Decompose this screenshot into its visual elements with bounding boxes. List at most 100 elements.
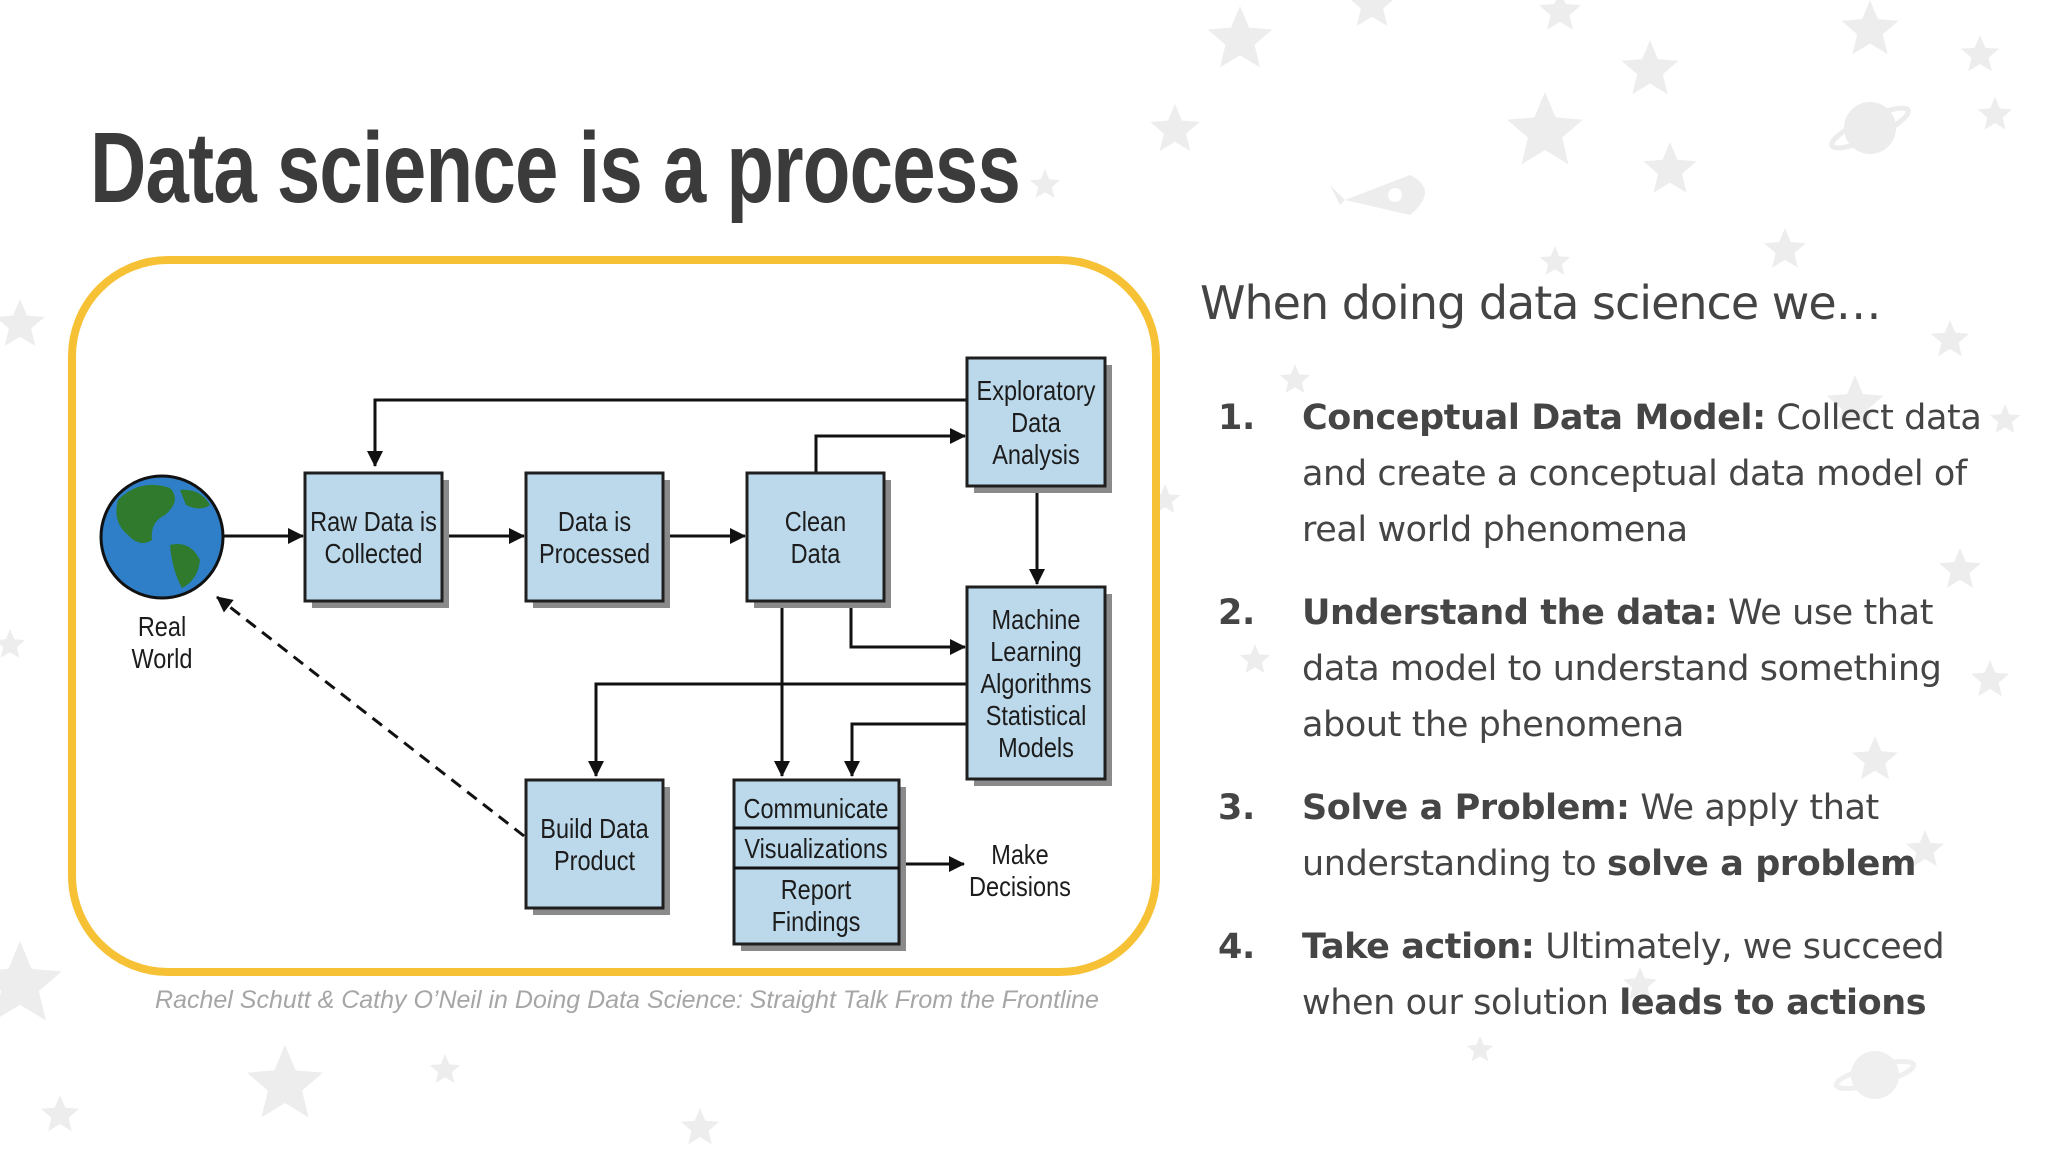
star-icon [41,1095,79,1132]
star-icon [1931,320,1969,357]
step-text: We use that data model to understand som… [1302,593,1942,745]
real-world-label: World [132,644,193,674]
step-text: Collect data and create a conceptual dat… [1302,398,1982,550]
star-icon [247,1045,323,1118]
arrow-clean-to-ml [849,600,966,655]
node-eda-label: Data [1011,408,1061,438]
star-icon [1643,142,1697,193]
step-number: 1. [1218,398,1255,438]
star-icon [1971,660,2009,697]
star-icon [429,1054,461,1083]
decisions-label: Decisions [969,872,1071,902]
step-item: 4. Take action: Ultimately, we succeed wh… [1218,919,2018,1031]
box-body [524,778,665,910]
node-ml-label: Models [998,733,1074,763]
step-number: 2. [1218,593,1255,633]
report-label: Findings [772,907,861,937]
star-icon [1764,228,1806,268]
node-clean-data-label: Clean [785,507,846,537]
node-ml-label: Statistical [986,701,1087,731]
star-icon [1207,6,1273,68]
arrow-ml-to-communicate [844,722,969,777]
slide-title: Data science is a process [90,112,1021,224]
node-raw-data-label: Raw Data is [310,507,437,537]
rocket-icon [1330,175,1425,215]
step-item: 2. Understand the data: We use that data … [1218,585,2018,753]
star-icon [1906,830,1944,867]
star-icon [1826,375,1884,430]
star-icon [1239,644,1271,673]
box-body [303,471,444,603]
step-text: Ultimately, we succeed when our solution [1302,927,1945,1023]
step-item: 3. Solve a Problem: We apply that underst… [1218,780,2018,892]
communicate-label: Communicate [743,794,888,824]
star-icon [1539,246,1571,275]
arrow-product-to-world [216,595,525,838]
star-icon [1350,0,1394,26]
node-ml-label: Machine [992,605,1081,635]
star-icon [1977,97,2013,130]
star-icon [1029,169,1061,198]
star-icon [1466,1036,1494,1062]
node-build-product-label: Build Data [540,814,649,844]
intro-text: When doing data science we… [1200,276,1882,330]
node-ml-label: Algorithms [980,669,1091,699]
node-ml-label: Learning [990,637,1082,667]
globe-icon [99,474,225,600]
star-icon [0,629,26,658]
node-build-product-label: Product [554,846,635,876]
step-text: We apply that understanding to [1302,788,1879,884]
star-icon [1939,548,1981,588]
step-item: 1. Conceptual Data Model: Collect data an… [1218,390,2018,558]
step-term: Solve a Problem: [1302,788,1630,828]
arrow-eda-to-raw [367,398,970,467]
node-eda-label: Analysis [992,440,1080,470]
node-processed-label: Processed [539,539,650,569]
star-icon [1539,0,1581,30]
node-raw-data-label: Collected [324,539,422,569]
star-icon [1621,40,1679,95]
star-icon [1841,0,1899,55]
star-icon [1507,92,1583,165]
step-emphasis: solve a problem [1607,844,1917,884]
arrow-ml-to-build [588,682,969,777]
star-icon [681,1108,719,1145]
node-processed-label: Data is [558,507,631,537]
step-term: Understand the data: [1302,593,1718,633]
step-number: 4. [1218,927,1255,967]
star-icon [0,299,45,346]
report-label: Report [781,875,852,905]
star-icon [1150,104,1200,151]
real-world-label: Real [138,612,186,642]
planet-icon [1829,102,1911,154]
star-icon [1279,364,1311,393]
planet-icon [1833,1051,1917,1099]
star-icon [1989,404,2021,433]
step-number: 3. [1218,788,1255,828]
node-eda-label: Exploratory [977,376,1096,406]
box-body [965,356,1107,488]
step-term: Take action: [1302,927,1535,967]
connector-arrows [216,398,1045,872]
star-icon [1852,736,1898,780]
box-body [965,585,1107,781]
step-term: Conceptual Data Model: [1302,398,1766,438]
process-steps: 1. Conceptual Data Model: Collect data an… [1218,390,2018,1058]
step-emphasis: leads to actions [1619,983,1927,1023]
decisions-label: Make [991,840,1048,870]
arrow-clean-to-eda [814,428,966,472]
box-body [524,471,665,603]
node-clean-data-label: Data [791,539,841,569]
box-body [745,471,886,603]
node-ml: MachineLearningAlgorithmsStatisticalMode… [965,585,1112,786]
star-icon [1622,967,1658,1000]
star-icon [0,941,62,1021]
